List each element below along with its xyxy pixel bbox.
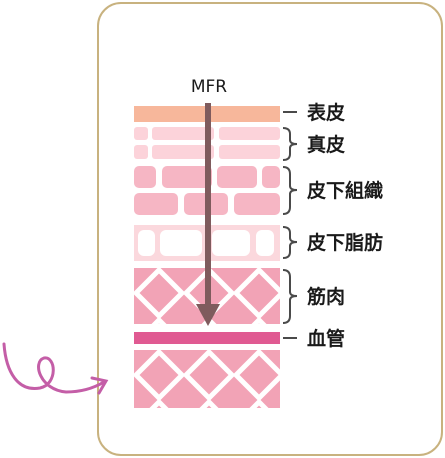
label-blood-vessel: 血管 [307,327,345,350]
swirl-arrow-icon [2,342,109,395]
label-subcutaneous-tissue: 皮下組織 [307,179,383,202]
dermis-layer [134,127,280,159]
label-subcutaneous-fat: 皮下脂肪 [307,231,383,254]
layer-brackets [282,111,298,339]
label-dermis: 真皮 [307,133,345,156]
mfr-arrow [196,103,220,326]
label-muscle: 筋肉 [307,285,345,308]
label-epidermis: 表皮 [307,101,345,124]
lower-tissue-layer [134,350,280,408]
blood-vessel-layer [134,332,280,344]
mfr-label: MFR [191,77,227,97]
